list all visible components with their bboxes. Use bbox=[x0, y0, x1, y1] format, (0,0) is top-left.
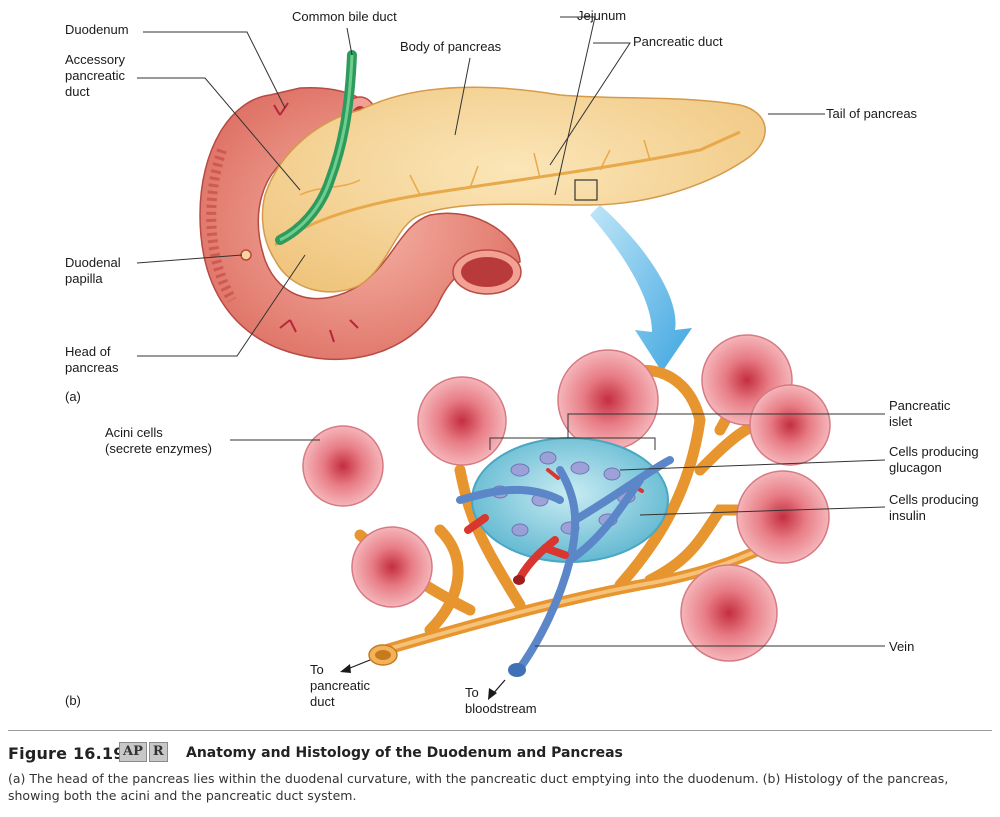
acinus bbox=[557, 349, 659, 451]
acinus bbox=[351, 526, 433, 608]
caption-divider bbox=[8, 730, 992, 731]
apr-badge-r: R bbox=[148, 742, 168, 762]
label-tail-of-pancreas: Tail of pancreas bbox=[826, 106, 918, 121]
blood-vessels bbox=[456, 456, 674, 677]
magnify-arrow bbox=[590, 205, 692, 372]
figure-title: Anatomy and Histology of the Duodenum an… bbox=[186, 745, 623, 761]
vein-opening bbox=[508, 663, 526, 677]
leader-lines bbox=[136, 16, 886, 647]
common-bile-duct bbox=[275, 50, 357, 245]
duodenal-papilla bbox=[240, 249, 252, 261]
label-common-bile-duct: Common bile duct bbox=[292, 9, 397, 24]
subfigure-a-label: (a) bbox=[65, 389, 81, 404]
label-vein: Vein bbox=[889, 639, 915, 654]
acinus bbox=[749, 384, 831, 466]
acinus bbox=[736, 470, 830, 564]
acinus bbox=[680, 564, 778, 662]
figure-description: (a) The head of the pancreas lies within… bbox=[8, 771, 949, 803]
label-duodenum: Duodenum bbox=[65, 22, 129, 37]
label-acini-cells: Acini cells(secrete enzymes) bbox=[105, 425, 212, 456]
subfigure-b-label: (b) bbox=[65, 693, 81, 708]
acinus bbox=[417, 376, 507, 466]
acinus bbox=[302, 425, 384, 507]
anatomy-illustration bbox=[136, 16, 886, 700]
magnify-region-box bbox=[574, 179, 598, 201]
label-jejunum: Jejunum bbox=[577, 8, 627, 23]
direction-arrows bbox=[340, 659, 506, 700]
label-pancreatic-duct: Pancreatic duct bbox=[633, 34, 723, 49]
apr-badge-ap: AP bbox=[119, 742, 147, 762]
acini-clusters bbox=[302, 334, 831, 662]
figure-number: Figure 16.19 bbox=[8, 744, 125, 763]
apr-badge: AP R bbox=[119, 742, 170, 762]
pancreas bbox=[261, 86, 766, 293]
label-body-of-pancreas: Body of pancreas bbox=[400, 39, 502, 54]
